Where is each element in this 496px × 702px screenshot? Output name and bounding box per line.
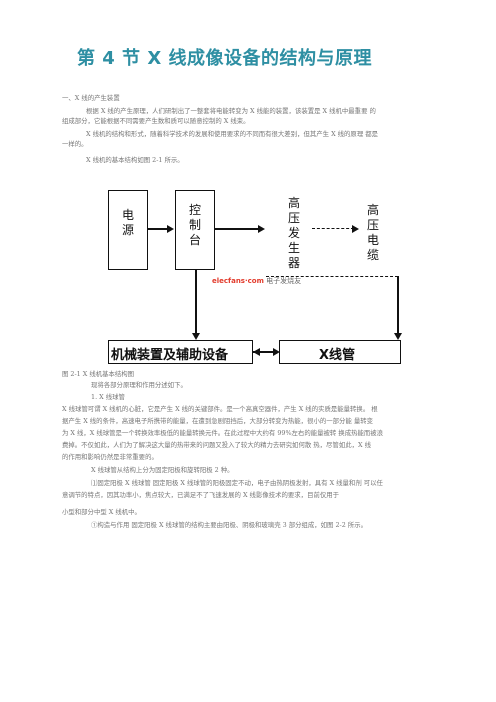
- paragraph-line: ⑴固定阳极 X 线球管 固定阳极 X 线球管的阳极固定不动，电子由热阴极发射，具…: [91, 479, 383, 487]
- mechanical-box: [108, 340, 253, 364]
- paragraph-line: 现将各部分原理和作用分述如下。: [91, 381, 187, 389]
- power-box: [108, 190, 148, 270]
- arrow-down-icon: [191, 333, 200, 340]
- paragraph-line: X 线机的结构和形式，随着科学技术的发展和使用要求的不同而有很大差别，但其产生 …: [86, 130, 379, 138]
- paragraph-line: 为 X 线，X 线球管是一个转换效率极低的能量转换元件。在此过程中大约有 99%…: [62, 429, 384, 437]
- console-box: [175, 190, 215, 270]
- power-console-line: [148, 228, 170, 230]
- paragraph-line: 组成部分，它能根据不同需要产生数和质可以随意控制的 X 线束。: [62, 117, 250, 125]
- power-label: 电源: [121, 208, 134, 237]
- paragraph-line: 意调节的特点，因其功率小，焦点较大，已满足不了飞速发展的 X 线影像技术的要求，…: [62, 491, 340, 499]
- figure-reference: X 线机的基本结构如图 2-1 所示。: [86, 156, 184, 164]
- section-title: 第 4 节 X 线成像设备的结构与原理: [77, 48, 372, 69]
- arrow-right-icon: [258, 224, 265, 233]
- paragraph-line: 费掉。不仅如此，人们为了解决这大量的热带来的问题又投入了较大的精力去研究如何散 …: [62, 441, 371, 449]
- arrow-right-icon: [352, 224, 359, 233]
- generator-tube-dash: [266, 276, 398, 277]
- cable-label: 高压电缆: [366, 203, 379, 262]
- tube-label: X线管: [319, 348, 356, 363]
- watermark: elecfans·com 电子发烧友: [212, 277, 302, 285]
- arrow-right-icon: [273, 347, 280, 356]
- paragraph-line: 根据 X 线的产生原理，人们研制出了一整套将电能转变为 X 线能的装置，该装置是…: [86, 107, 376, 115]
- paragraph-line: 据产生 X 线的条件，高速电子所携带的能量，在遭到急剧阻挡后，大部分转变为热能，…: [62, 417, 374, 425]
- arrow-right-icon: [167, 224, 174, 233]
- paragraph-line: X 线球管从结构上分为固定阳极和旋转阳极 2 种。: [91, 466, 234, 474]
- subheading-xray-tube: 1. X 线球管: [91, 393, 125, 401]
- mechanical-label: 机械装置及辅助设备: [111, 348, 229, 363]
- mechanical-tube-line: [253, 351, 278, 353]
- tube-feed-line: [397, 276, 399, 338]
- arrow-down-icon: [393, 333, 402, 340]
- console-generator-line: [215, 228, 261, 230]
- xray-structure-diagram: 电源 控制台 高压发生器 高压电缆 elecfans·com 电子发烧友 机械装…: [108, 190, 402, 364]
- paragraph-line: 的作用和影响仍然是非常重要的。: [62, 453, 158, 461]
- console-label: 控制台: [188, 203, 201, 247]
- generator-label: 高压发生器: [287, 196, 300, 270]
- arrow-left-icon: [253, 347, 260, 356]
- heading-xray-device: 一、X 线的产生装置: [62, 94, 120, 102]
- figure-caption: 图 2-1 X 线机基本结构图: [62, 370, 135, 378]
- paragraph-line: 小型和部分中型 X 线机中。: [62, 508, 141, 516]
- paragraph-line: X 线球管可谓 X 线机的心脏，它是产生 X 线的关键部件。是一个高真空器件，产…: [62, 405, 378, 413]
- console-mechanical-line: [195, 270, 197, 338]
- paragraph-line: 一样的。: [62, 140, 88, 148]
- tube-box: [279, 340, 401, 364]
- paragraph-line: ①构造与作用 固定阳极 X 线球管的结构主要由阳极、阴极和玻璃壳 3 部分组成，…: [91, 521, 367, 529]
- generator-cable-dash: [312, 228, 354, 229]
